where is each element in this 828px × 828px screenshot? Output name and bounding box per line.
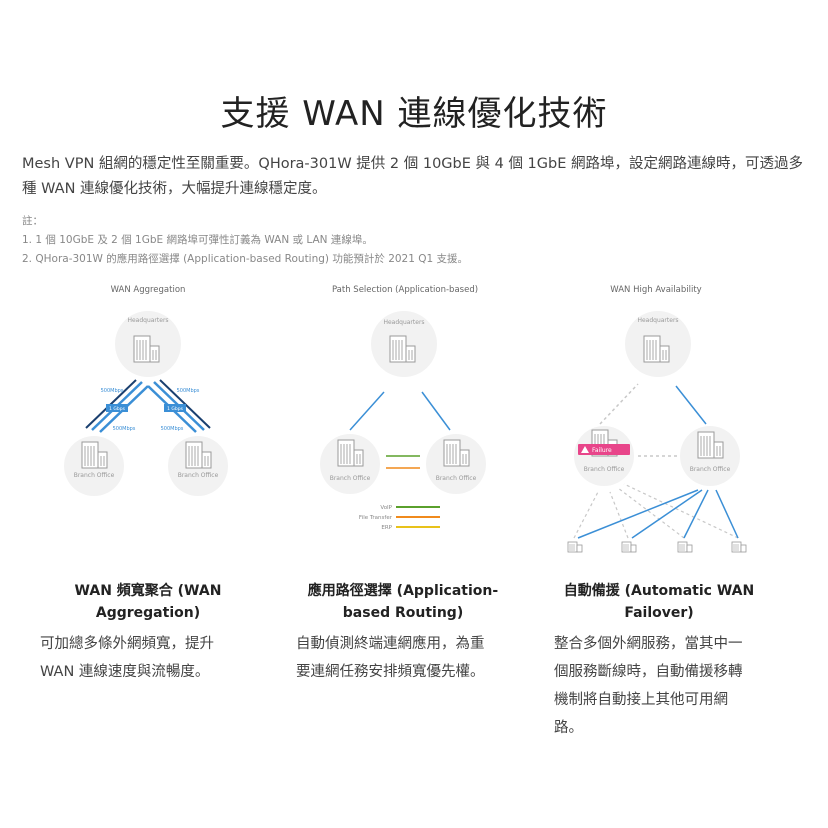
feature-heading-aggregation: WAN 頻寬聚合 (WAN Aggregation) [28, 580, 268, 624]
feature-body-line: 自動偵測終端連網應用，為重 [296, 636, 485, 652]
feature-heading-line1: WAN 頻寬聚合 (WAN [74, 583, 222, 599]
path-selection-diagram: Headquarters Branch Office Branch Office… [320, 311, 486, 531]
branch-left-label: Branch Office [584, 466, 625, 473]
feature-heading-failover: 自動備援 (Automatic WAN Failover) [539, 580, 779, 624]
feature-body-line: 機制將自動接上其他可用網 [554, 692, 728, 708]
high-availability-title: WAN High Availability [610, 285, 702, 295]
intro-paragraph: Mesh VPN 組網的穩定性至關重要。QHora-301W 提供 2 個 10… [22, 156, 803, 197]
note-item-2: 2. QHora-301W 的應用路徑選擇 (Application-based… [22, 253, 469, 265]
notes-label: 註： [22, 215, 43, 227]
failure-label: Failure [592, 447, 612, 454]
feature-heading-line2: Failover) [624, 605, 694, 621]
ha-dashed-site3 [617, 487, 685, 539]
ha-arrow-site4 [715, 488, 739, 539]
feature-body-line: 整合多個外網服務，當其中一 [554, 636, 743, 652]
hq-label: Headquarters [637, 317, 678, 324]
feature-body-routing: 自動偵測終端連網應用，為重 要連網任務安排頻寬優先權。 [296, 630, 485, 686]
ha-arrow-site2 [631, 489, 704, 539]
agg-speed-label-1: 500Mbps [101, 388, 124, 394]
feature-body-line: 可加總多條外網頻寬，提升 [40, 636, 214, 652]
warning-icon [581, 446, 589, 453]
feature-heading-line2: based Routing) [342, 605, 464, 621]
ha-arrow-site1 [577, 488, 700, 539]
ha-arrow-site3 [683, 488, 709, 539]
feature-body-line: WAN 連線速度與流暢度。 [40, 664, 210, 680]
branch-right-label: Branch Office [436, 475, 477, 482]
feature-body-failover: 整合多個外網服務，當其中一 個服務斷線時，自動備援移轉 機制將自動接上其他可用網… [554, 630, 743, 742]
path-arrow-left [349, 390, 386, 431]
site-icon-2 [621, 541, 637, 553]
agg-badge-left [106, 404, 128, 412]
feature-heading-line1: 自動備援 (Automatic WAN [563, 583, 755, 599]
failure-badge [578, 444, 630, 455]
aggregation-diagram: Headquarters Branch Office Branch Office… [64, 311, 228, 496]
agg-speed-label-3: 500Mbps [113, 426, 136, 432]
feature-body-line: 個服務斷線時，自動備援移轉 [554, 664, 743, 680]
page-title: 支援 WAN 連線優化技術 [220, 94, 608, 134]
branch-right-label: Branch Office [690, 466, 731, 473]
ha-dashed-site1 [573, 491, 599, 539]
agg-speed-label-2: 500Mbps [177, 388, 200, 394]
ha-dashed-site2 [609, 491, 629, 539]
legend-file-transfer: File Transfer [359, 515, 393, 521]
site-icon-1 [567, 541, 583, 553]
feature-body-aggregation: 可加總多條外網頻寬，提升 WAN 連線速度與流暢度。 [40, 630, 214, 686]
ha-arrow-right-hq [675, 384, 707, 425]
feature-body-line: 路。 [554, 720, 583, 736]
path-selection-title: Path Selection (Application-based) [331, 285, 479, 295]
legend-erp: ERP [381, 525, 392, 531]
hq-label: Headquarters [127, 317, 168, 324]
high-availability-diagram: Headquarters Branch Office Branch Office… [567, 311, 747, 553]
branch-left-label: Branch Office [74, 472, 115, 479]
branch-right-label: Branch Office [178, 472, 219, 479]
notes: 註： 1. 1 個 10GbE 及 2 個 1GbE 網路埠可彈性訂義為 WAN… [22, 212, 808, 269]
path-arrow-right [421, 391, 451, 432]
branch-left-label: Branch Office [330, 475, 371, 482]
site-icon-3 [677, 541, 693, 553]
agg-badge-right [164, 404, 186, 412]
hq-label: Headquarters [383, 319, 424, 326]
site-icon-4 [731, 541, 747, 553]
agg-1g-right: 1 Gbps [167, 406, 183, 412]
feature-body-line: 要連網任務安排頻寬優先權。 [296, 664, 485, 680]
feature-heading-line2: Aggregation) [95, 605, 201, 621]
agg-1g-left: 1 Gbps [109, 406, 125, 412]
ha-dashed-left-hq [599, 382, 640, 425]
aggregation-title: WAN Aggregation [110, 285, 186, 295]
legend-voip: VoIP [380, 505, 392, 511]
note-item-1: 1. 1 個 10GbE 及 2 個 1GbE 網路埠可彈性訂義為 WAN 或 … [22, 234, 373, 246]
feature-heading-line1: 應用路徑選擇 (Application- [307, 583, 499, 599]
ha-dashed-site4 [623, 483, 739, 539]
agg-speed-label-4: 500Mbps [161, 426, 184, 432]
feature-heading-routing: 應用路徑選擇 (Application- based Routing) [283, 580, 523, 624]
